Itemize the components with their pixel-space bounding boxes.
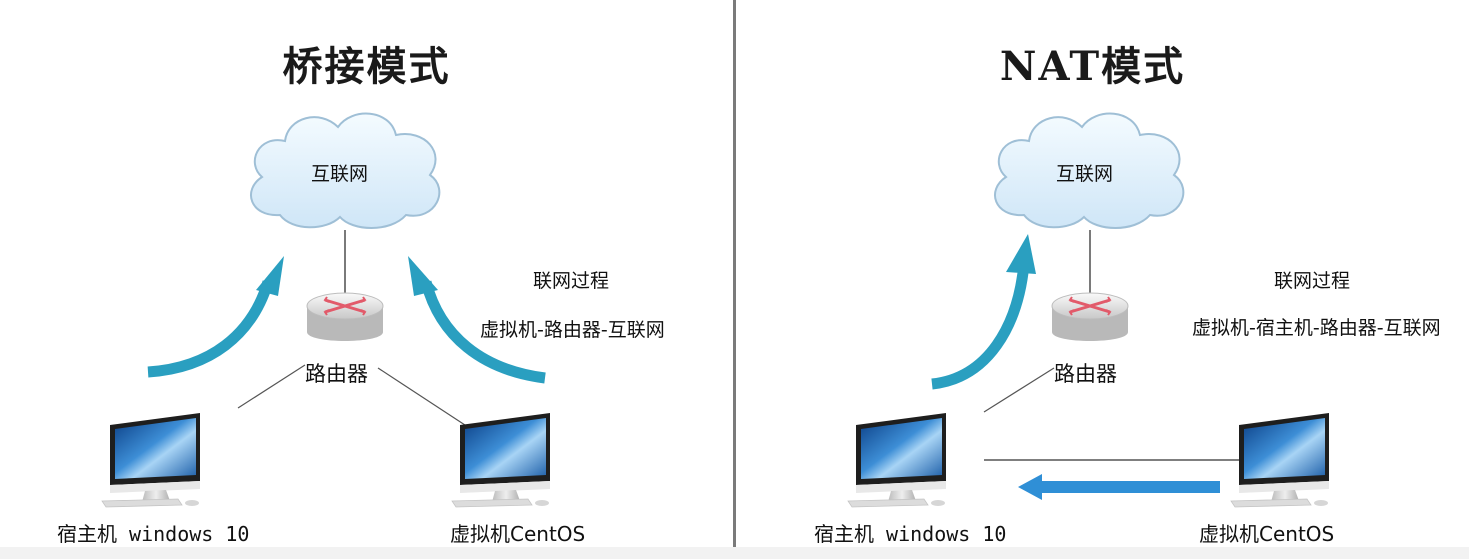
monitor-icon xyxy=(1230,412,1330,508)
diagram-title: NAT模式 xyxy=(999,43,1186,90)
curved-arrow-head xyxy=(1006,234,1036,274)
curved-arrow-head xyxy=(256,256,284,296)
cloud-label: 互联网 xyxy=(311,163,369,185)
straight-arrow-icon xyxy=(1038,481,1220,493)
router-label: 路由器 xyxy=(305,362,368,386)
host-label: 宿主机 windows 10 xyxy=(814,522,1007,546)
router-label: 路由器 xyxy=(1054,362,1117,386)
cloud-label: 互联网 xyxy=(1056,163,1114,185)
router-icon xyxy=(1050,291,1130,343)
curved-arrow-icon xyxy=(147,280,274,378)
straight-arrow-head xyxy=(1018,474,1042,500)
bridge-diagram xyxy=(101,112,551,508)
bottom-strip xyxy=(0,547,1469,559)
diagram-title: 桥接模式 xyxy=(282,43,451,90)
monitor-icon xyxy=(847,412,947,508)
nat-diagram xyxy=(847,112,1330,508)
router-host-link xyxy=(237,364,306,409)
host-label: 宿主机 windows 10 xyxy=(57,522,250,546)
bridge-mode-panel: 桥接模式 互联网 路由器 联网过程 虚拟机-路由器-互联网 宿主机 window… xyxy=(0,0,733,559)
process-heading: 联网过程 xyxy=(1274,270,1351,292)
vm-label: 虚拟机CentOS xyxy=(450,522,586,546)
curved-arrow-icon xyxy=(420,280,546,384)
curved-arrow-icon xyxy=(931,263,1030,390)
router-icon xyxy=(305,291,385,343)
curved-arrow-head xyxy=(408,256,438,296)
monitor-icon xyxy=(101,412,201,508)
vm-label: 虚拟机CentOS xyxy=(1199,522,1335,546)
nat-mode-panel: NAT模式 互联网 路由器 联网过程 虚拟机-宿主机-路由器-互联网 宿主机 w… xyxy=(736,0,1469,559)
monitor-icon xyxy=(451,412,551,508)
process-heading: 联网过程 xyxy=(533,270,610,292)
process-path: 虚拟机-路由器-互联网 xyxy=(480,319,665,341)
panel-divider xyxy=(733,0,736,559)
router-host-link xyxy=(983,367,1055,413)
process-path: 虚拟机-宿主机-路由器-互联网 xyxy=(1192,317,1441,339)
